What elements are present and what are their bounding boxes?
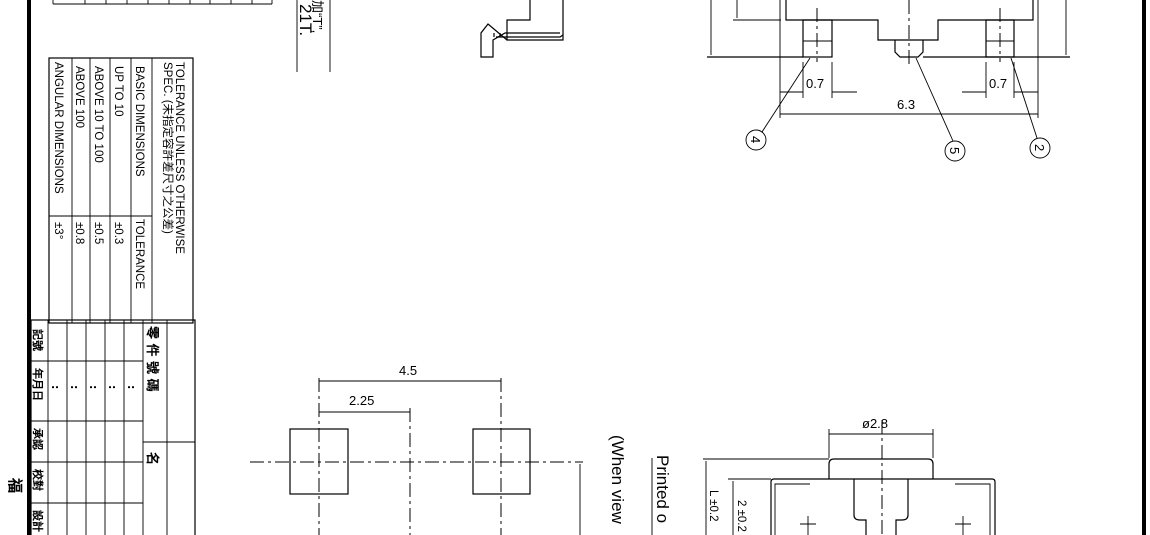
knob-diameter-dim: ø2.8 (862, 416, 888, 431)
tolerance-header-value: TOLERANCE (133, 219, 145, 289)
view-note: (When view (608, 435, 627, 525)
notes: 加“T”, 21T. Printed o (When view (296, 0, 672, 535)
tolerance-row-label: UP TO 10 (112, 66, 124, 117)
tolerance-title-line-2: SPEC. (未指定容許差尺寸之公差) (161, 62, 175, 234)
tolerance-row-label: ABOVE 10 TO 100 (92, 66, 104, 163)
side-view (480, 0, 564, 58)
date-separator: : (68, 385, 81, 389)
bottom-view: 0.7 0.7 6.3 4 5 2 (707, 0, 1070, 162)
row-label-checked: 校對 (31, 469, 45, 491)
row-label-designed: 設計 (31, 510, 45, 532)
tolerance-table: TOLERANCE UNLESS OTHERWISE SPEC. (未指定容許差… (48, 57, 194, 324)
height-l-dim: L ±0.2 (707, 490, 719, 521)
note-line-2: 21T. (296, 4, 315, 36)
balloon-5: 5 (947, 147, 962, 154)
overall-width-dim: 6.3 (897, 97, 915, 112)
revision-table-fragment (52, 0, 273, 5)
tolerance-title-line-1: TOLERANCE UNLESS OTHERWISE (173, 62, 185, 254)
note-line-1: 加“T”, (310, 0, 325, 33)
tolerance-row-value: ±0.5 (92, 222, 104, 244)
tolerance-header-label: BASIC DIMENSIONS (133, 66, 145, 177)
balloon-2: 2 (1032, 144, 1047, 151)
tolerance-row-value: ±0.3 (112, 222, 124, 244)
front-view: ø2.8 L ±0.2 2 ±0.2 (703, 416, 996, 535)
date-separator: : (125, 385, 138, 389)
date-separator: : (87, 385, 100, 389)
balloon-4: 4 (748, 136, 763, 143)
date-separator: : (49, 385, 62, 389)
row-label-date: 年月日 (31, 368, 45, 401)
row-label-approved: 承認 (31, 428, 45, 450)
body-height-dim: 2 ±0.2 (735, 500, 747, 532)
tolerance-row-label: ANGULAR DIMENSIONS (52, 62, 64, 194)
pad-width-right-dim: 0.7 (989, 76, 1007, 91)
tolerance-row-label: ABOVE 100 (73, 66, 85, 128)
row-label-mark: 記號 (31, 329, 45, 351)
tolerance-row-value: ±0.8 (73, 222, 85, 244)
tolerance-row-value: ±3° (52, 222, 64, 239)
date-separator: : (106, 385, 119, 389)
name-label: 名 (144, 452, 160, 465)
pad-width-left-dim: 0.7 (806, 76, 824, 91)
pitch-dim: 4.5 (399, 363, 417, 378)
printed-note: Printed o (653, 455, 672, 523)
part-number-label: 零 件 號 碼 (144, 325, 160, 392)
company-char: 福 (6, 477, 24, 493)
half-pitch-dim: 2.25 (349, 393, 374, 408)
pcb-footprint: 4.5 2.25 (250, 363, 583, 535)
title-block: 記號 年月日 承認 校對 設計 : : : : : 零 件 號 碼 名 福 (6, 319, 196, 535)
